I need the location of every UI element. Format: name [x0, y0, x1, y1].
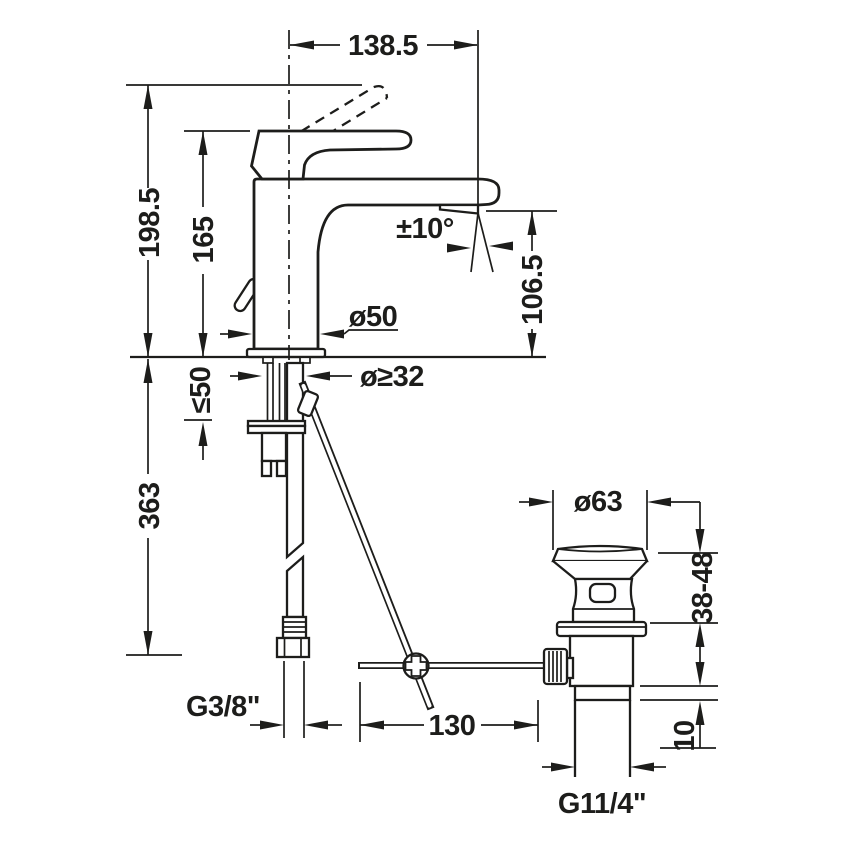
dim-spray-angle-label: ±10° — [396, 213, 454, 245]
dim-base-diameter-label: ø50 — [349, 301, 397, 333]
drain-assembly — [542, 544, 649, 777]
shank-nut-body — [260, 431, 288, 463]
hose-fitting — [281, 615, 308, 640]
waste-flange — [551, 544, 649, 563]
waste-upper-body — [571, 577, 636, 624]
dim-mounting-hole-label: ø≥32 — [360, 361, 424, 393]
dim-hose-length-label: 363 — [134, 482, 166, 529]
dim-supply-thread: G3/8" — [186, 661, 342, 738]
dim-deck-thickness-label: ≤50 — [185, 367, 217, 414]
dim-supply-thread-label: G3/8" — [186, 691, 260, 723]
rod-coupling — [296, 389, 320, 418]
dim-spout-outlet-height: 106.5 — [486, 210, 557, 357]
waste-knurled-knob — [542, 647, 575, 686]
dim-total-height-label: 198.5 — [134, 188, 166, 258]
supply-hose — [275, 361, 311, 659]
dim-clamping-range: 38-48 — [650, 502, 719, 662]
dim-waste-flange: ø63 — [519, 486, 700, 550]
lift-rod-horizontal — [358, 652, 545, 680]
dim-clamping-range-label: 38-48 — [687, 552, 719, 624]
base-plate — [245, 347, 327, 359]
faucet — [233, 85, 501, 364]
rod-joint-cross — [404, 655, 428, 677]
dim-spout-reach-label: 138.5 — [348, 30, 418, 62]
mounting-shank — [246, 363, 307, 478]
dim-waste-thread: G11/4" — [542, 762, 666, 820]
waste-lower-body — [568, 634, 635, 688]
faucet-body-outline — [252, 177, 501, 351]
waste-mid-ring — [555, 620, 648, 638]
dim-mounting-hole: ø≥32 — [230, 361, 424, 393]
dim-base-diameter: ø50 — [220, 301, 398, 339]
dim-spout-outlet-height-label: 106.5 — [517, 255, 549, 325]
dim-washer-section-label: 10 — [669, 720, 701, 751]
waste-collar — [573, 684, 632, 702]
waste-tailpiece — [573, 700, 632, 777]
dim-rod-reach: 130 — [359, 682, 539, 742]
dim-deck-thickness: ≤50 — [184, 367, 217, 460]
shank-nut-tooth-left — [260, 459, 273, 478]
waste-cone — [552, 560, 648, 581]
dim-washer-section: 10 — [640, 662, 718, 752]
dimensions: 138.5 198.5 165 ±10° — [126, 30, 719, 820]
waste-window — [588, 582, 617, 604]
dim-total-height: 198.5 — [126, 84, 362, 357]
dim-waste-flange-label: ø63 — [574, 486, 623, 518]
dim-hose-length: 363 — [126, 359, 182, 656]
dim-spout-reach: 138.5 — [290, 30, 479, 209]
dim-waste-thread-label: G11/4" — [558, 788, 646, 820]
dim-height-to-handle: 165 — [184, 130, 250, 357]
dim-rod-reach-label: 130 — [429, 710, 476, 742]
hose-hex-nut — [275, 636, 311, 659]
shank-nut-tooth-right — [275, 459, 288, 478]
dim-height-to-handle-label: 165 — [188, 216, 220, 263]
faucet-handle — [249, 129, 413, 181]
dim-spray-angle: ±10° — [396, 212, 513, 273]
